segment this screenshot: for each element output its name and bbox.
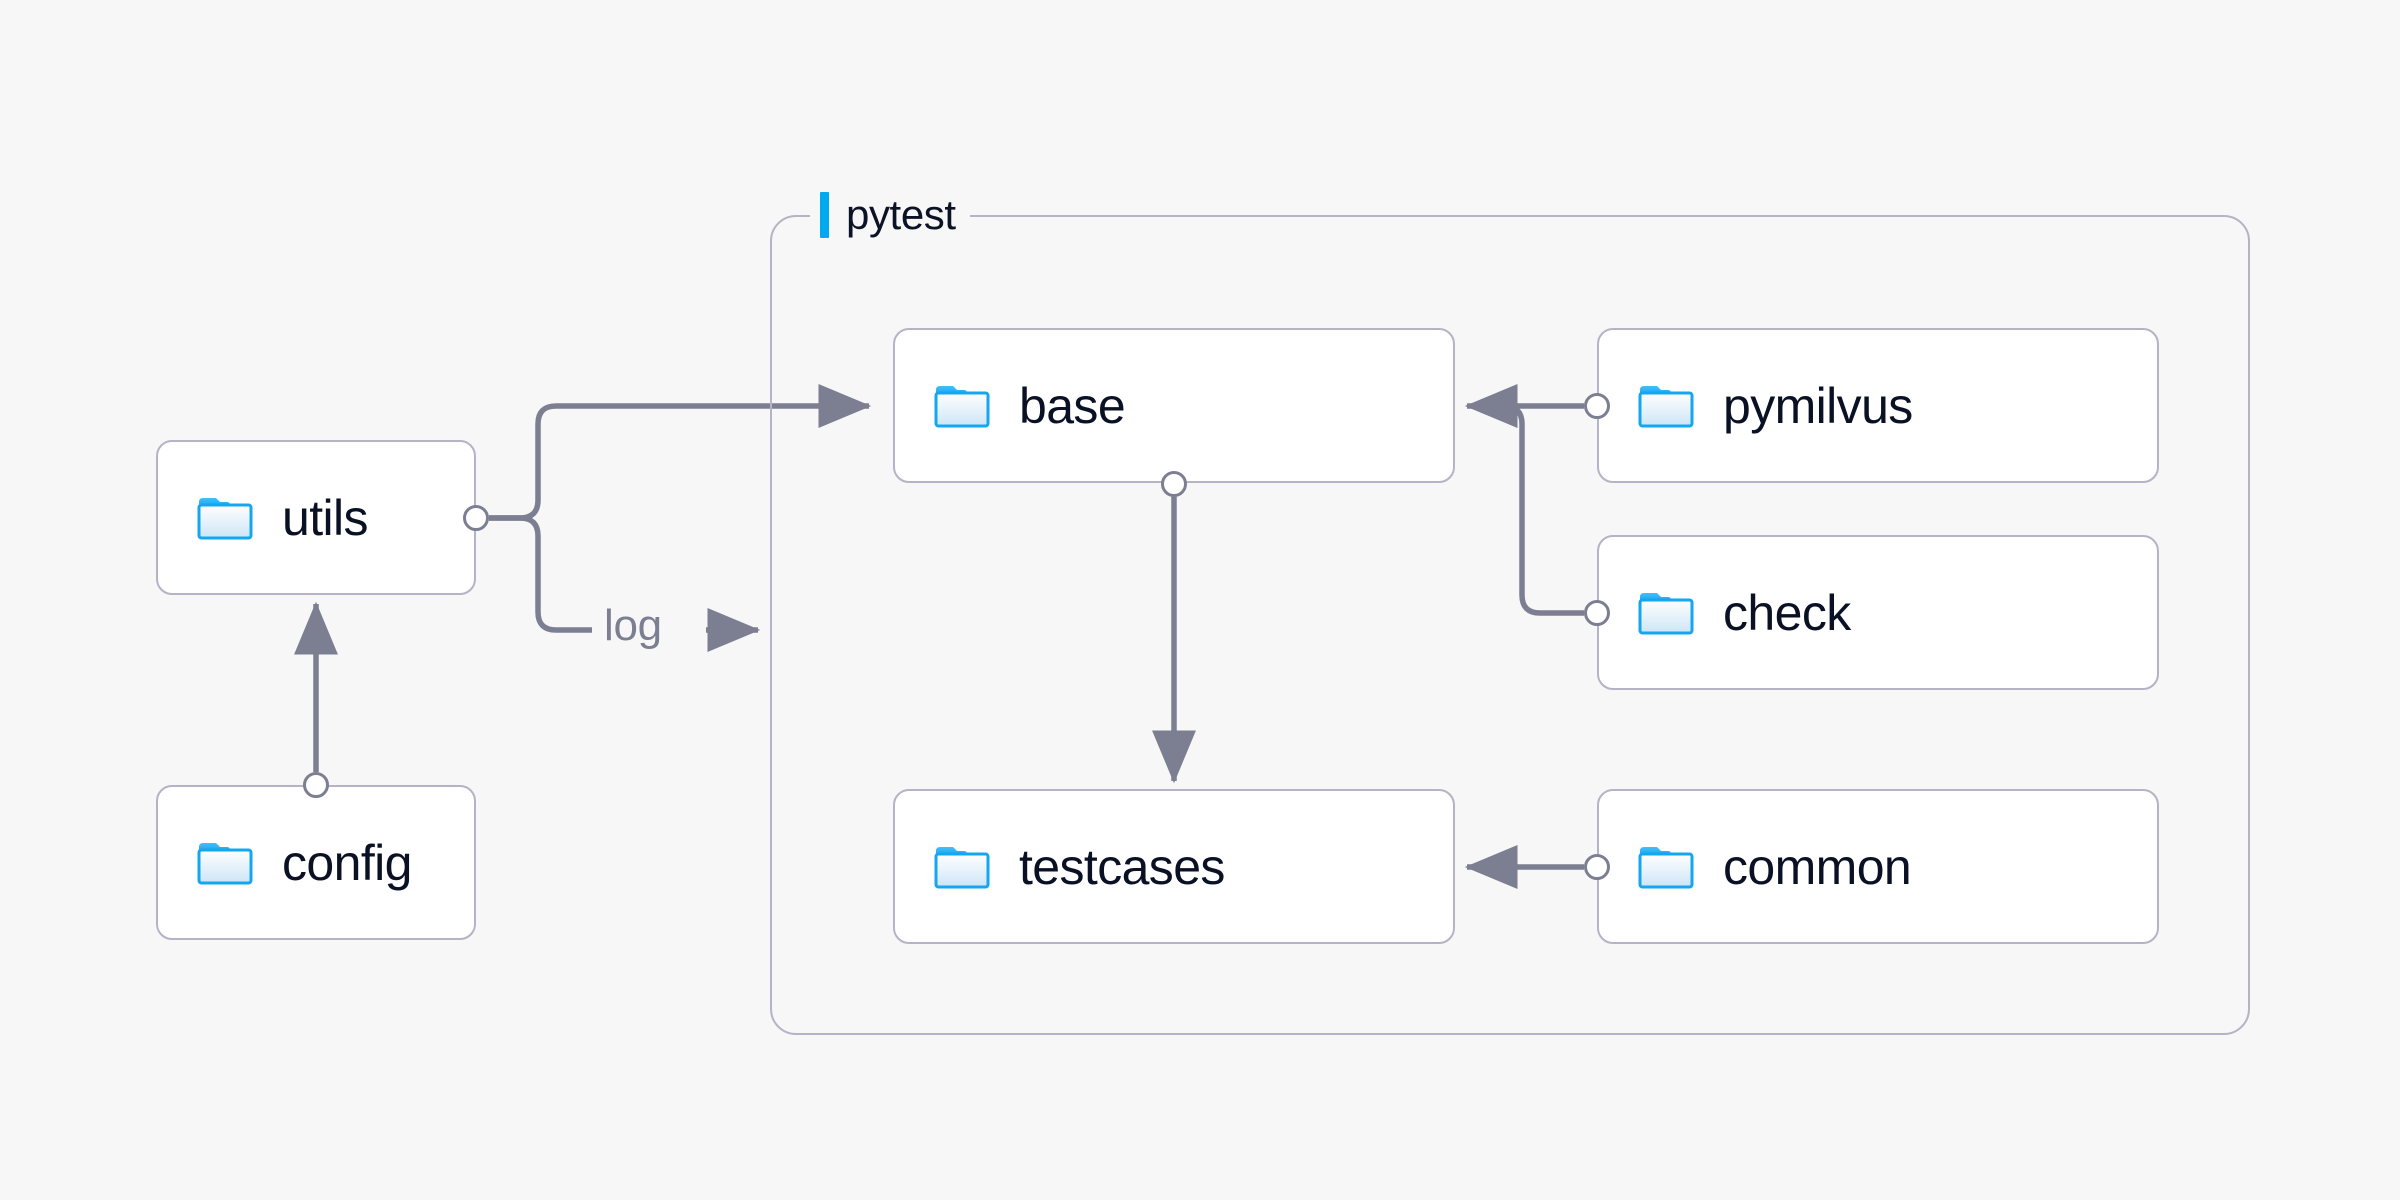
folder-icon bbox=[1638, 385, 1694, 427]
folder-icon bbox=[934, 385, 990, 427]
node-testcases-label: testcases bbox=[1019, 838, 1225, 895]
port-utils-right[interactable] bbox=[463, 505, 489, 531]
node-config[interactable]: config bbox=[156, 785, 476, 940]
group-pytest-label: pytest bbox=[846, 191, 956, 238]
edge-label-log: log bbox=[596, 604, 670, 648]
node-base-label: base bbox=[1019, 377, 1126, 434]
group-pytest-label-wrap: pytest bbox=[810, 188, 970, 242]
port-pymilvus-left[interactable] bbox=[1584, 393, 1610, 419]
folder-icon bbox=[1638, 592, 1694, 634]
node-common-label: common bbox=[1723, 838, 1912, 895]
folder-icon bbox=[934, 846, 990, 888]
port-base-bottom[interactable] bbox=[1161, 471, 1187, 497]
node-config-label: config bbox=[282, 834, 412, 891]
folder-icon bbox=[197, 842, 253, 884]
accent-bar-icon bbox=[820, 192, 829, 238]
node-common[interactable]: common bbox=[1597, 789, 2159, 944]
port-check-left[interactable] bbox=[1584, 600, 1610, 626]
node-base[interactable]: base bbox=[893, 328, 1455, 483]
edge-utils-to-log-stub bbox=[489, 515, 592, 633]
node-check-label: check bbox=[1723, 584, 1851, 641]
node-pymilvus-label: pymilvus bbox=[1723, 377, 1913, 434]
port-common-left[interactable] bbox=[1584, 854, 1610, 880]
folder-icon bbox=[1638, 846, 1694, 888]
node-testcases[interactable]: testcases bbox=[893, 789, 1455, 944]
node-utils-label: utils bbox=[282, 489, 369, 546]
folder-icon bbox=[197, 497, 253, 539]
port-config-top[interactable] bbox=[303, 772, 329, 798]
group-pytest[interactable] bbox=[770, 215, 2250, 1035]
node-check[interactable]: check bbox=[1597, 535, 2159, 690]
node-pymilvus[interactable]: pymilvus bbox=[1597, 328, 2159, 483]
node-utils[interactable]: utils bbox=[156, 440, 476, 595]
